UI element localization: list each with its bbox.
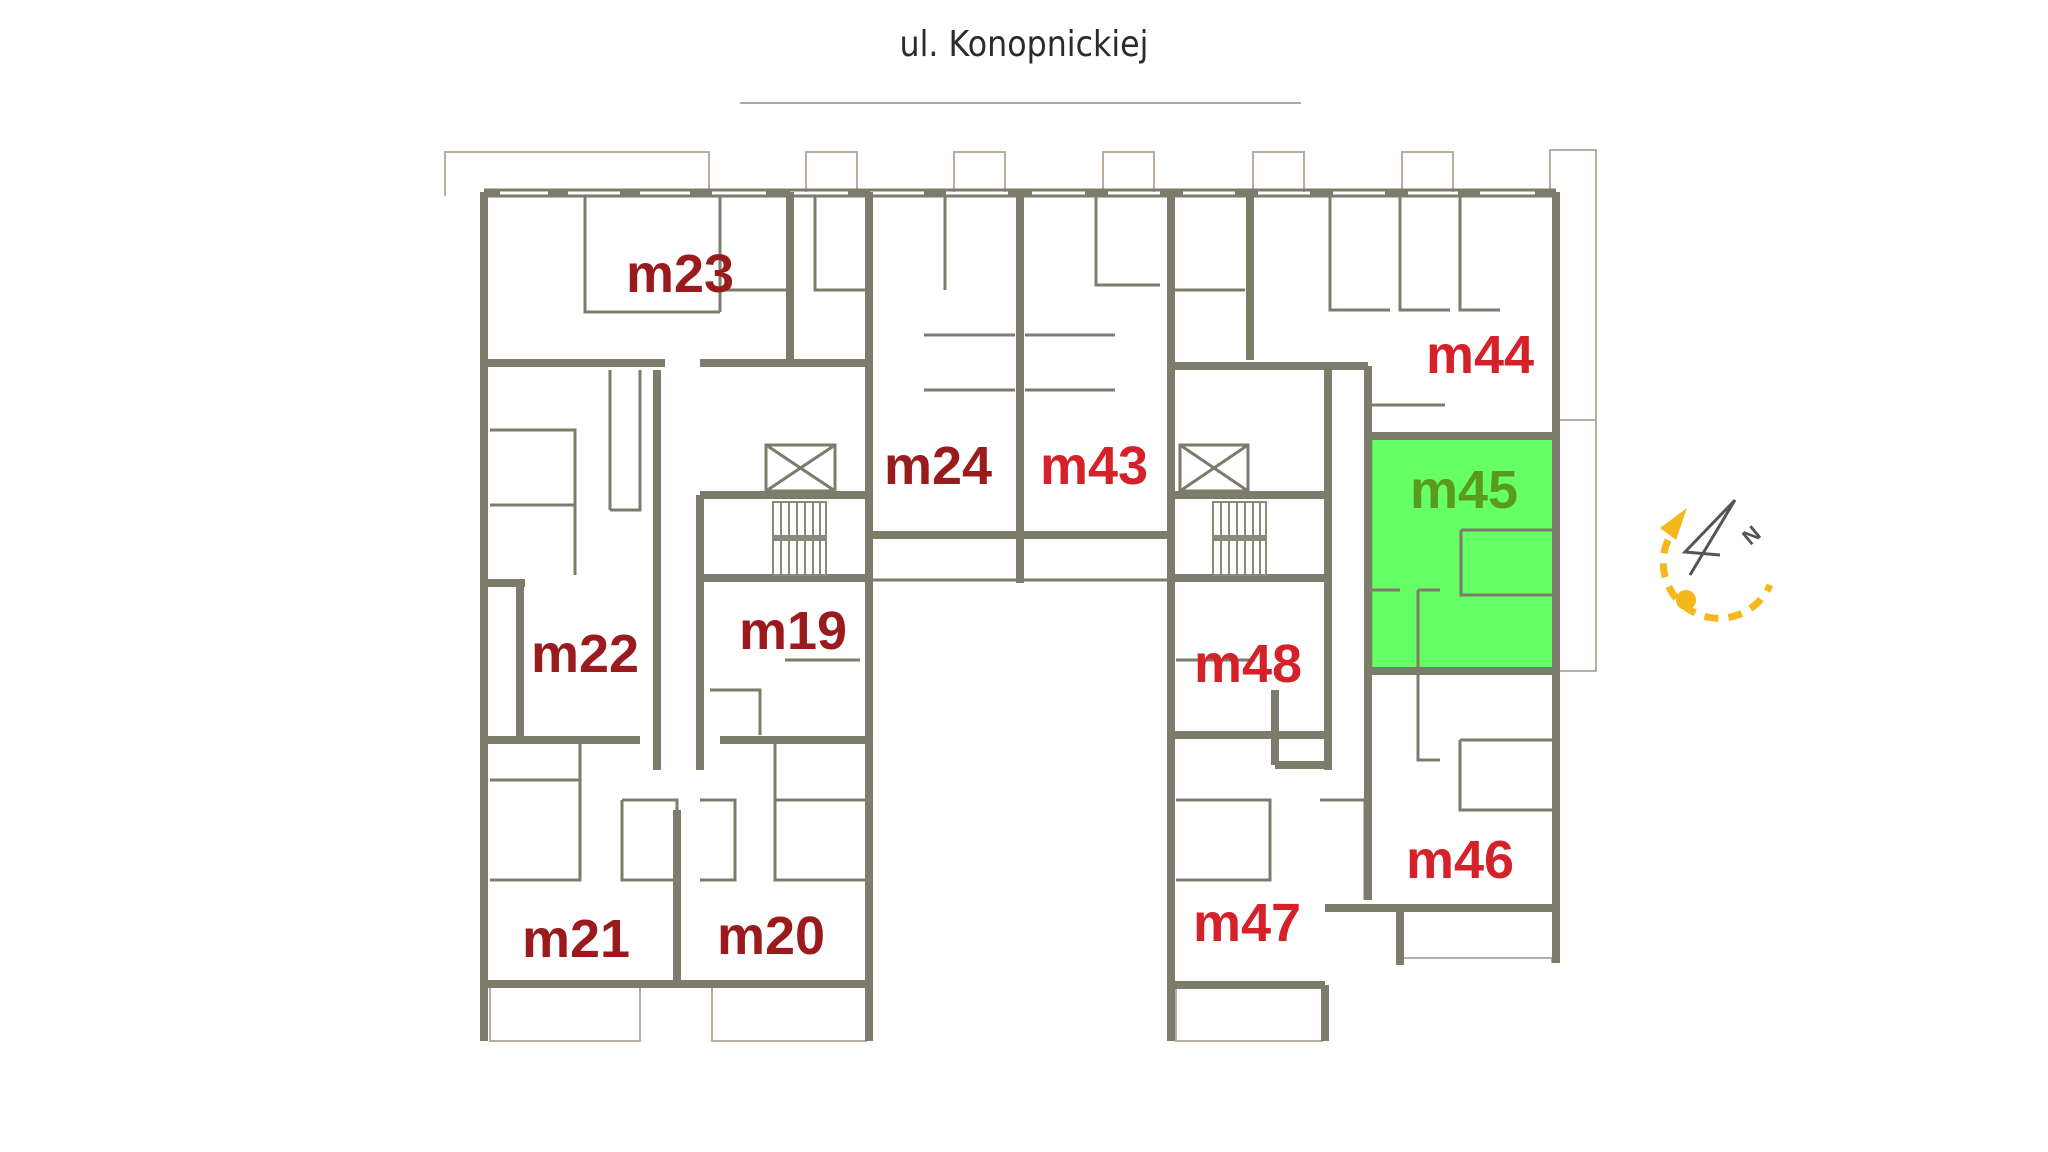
apartment-m44-label[interactable]: m44 bbox=[1426, 325, 1534, 385]
apartment-m47-label[interactable]: m47 bbox=[1193, 893, 1301, 953]
apartment-m45-label[interactable]: m45 bbox=[1410, 460, 1518, 520]
stairs-right-icon bbox=[1212, 501, 1267, 576]
stairs-left-icon bbox=[772, 501, 827, 576]
apartment-m21-label[interactable]: m21 bbox=[522, 909, 630, 969]
apartment-m22-label[interactable]: m22 bbox=[531, 624, 639, 684]
apartment-m19-label[interactable]: m19 bbox=[739, 601, 847, 661]
apartment-m45-area[interactable] bbox=[1369, 434, 1558, 673]
north-arrow-rotate-icon[interactable]: N bbox=[1659, 498, 1774, 622]
street-name: ul. Konopnickiej bbox=[899, 24, 1149, 65]
apartment-m23-label[interactable]: m23 bbox=[626, 244, 734, 304]
elevator-left-icon bbox=[764, 443, 837, 493]
street-line bbox=[740, 102, 1301, 104]
compass-north-letter: N bbox=[1737, 521, 1765, 550]
apartment-m48-label[interactable]: m48 bbox=[1194, 634, 1302, 694]
walls bbox=[480, 188, 1560, 1041]
apartment-m20-label[interactable]: m20 bbox=[717, 906, 825, 966]
apartment-m46-label[interactable]: m46 bbox=[1406, 830, 1514, 890]
elevator-right-icon bbox=[1178, 443, 1250, 493]
apartment-m43-label[interactable]: m43 bbox=[1040, 436, 1148, 496]
apartment-m24-label[interactable]: m24 bbox=[884, 436, 992, 496]
